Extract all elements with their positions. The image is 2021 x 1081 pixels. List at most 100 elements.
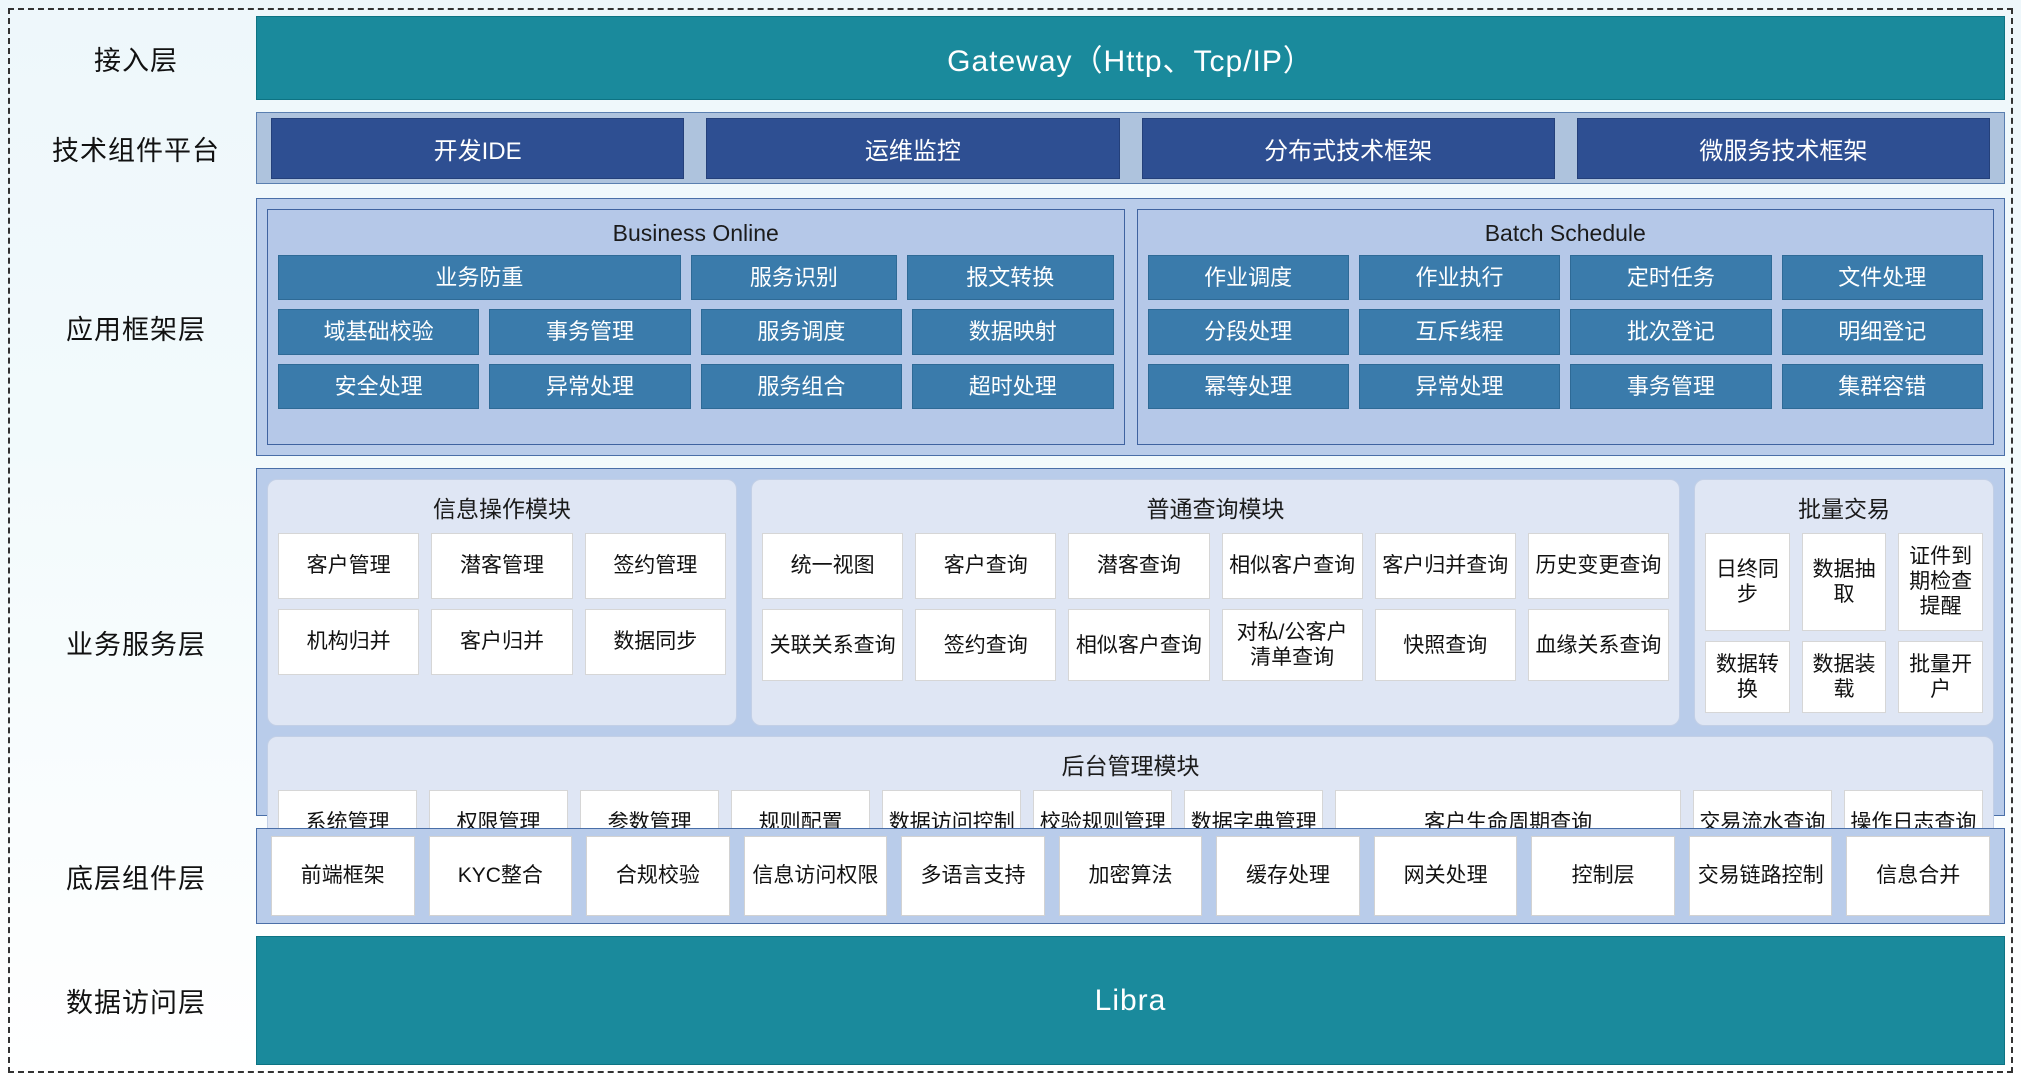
libra-bar[interactable]: Libra [256, 936, 2005, 1065]
cell-transaction-mgmt-batch[interactable]: 事务管理 [1570, 363, 1772, 409]
group-common-query: 普通查询模块 统一视图 客户查询 潜客查询 相似客户查询 客户归并查询 历史变更… [751, 479, 1680, 726]
layer-body-data: Libra [256, 936, 2005, 1065]
business-service-panel: 信息操作模块 客户管理 潜客管理 签约管理 机构归并 客户归并 [256, 468, 2005, 869]
cell-batch-registration[interactable]: 批次登记 [1570, 309, 1772, 355]
svc-row: 数据转换 数据装载 批量开户 [1705, 640, 1984, 713]
cell-timed-task[interactable]: 定时任务 [1570, 255, 1772, 301]
cell-certificate-expiry-reminder[interactable]: 证件到期检查提醒 [1898, 533, 1984, 631]
cell-info-merge[interactable]: 信息合并 [1846, 836, 1991, 916]
cell-service-identify[interactable]: 服务识别 [690, 255, 898, 301]
cell-job-scheduling[interactable]: 作业调度 [1147, 255, 1349, 301]
cell-prospect-mgmt[interactable]: 潜客管理 [431, 533, 573, 599]
cell-customer-merge-query[interactable]: 客户归并查询 [1374, 533, 1516, 599]
grid-row: 安全处理 异常处理 服务组合 超时处理 [278, 363, 1114, 409]
cell-mutex-thread[interactable]: 互斥线程 [1358, 309, 1561, 355]
group-title-backend-admin: 后台管理模块 [1061, 752, 1200, 779]
layer-label-components: 底层组件层 [66, 863, 206, 894]
group-title-business-online: Business Online [612, 220, 779, 246]
gateway-bar[interactable]: Gateway（Http、Tcp/IP） [256, 16, 2005, 100]
cell-exception-handling-batch[interactable]: 异常处理 [1358, 363, 1561, 409]
cell-similar-customer-query-2[interactable]: 相似客户查询 [1068, 609, 1210, 682]
cell-encryption-algorithm[interactable]: 加密算法 [1058, 836, 1203, 916]
group-business-online: Business Online 业务防重 服务识别 报文转换 域基础校验 事务管… [267, 209, 1125, 445]
cell-similar-customer-query[interactable]: 相似客户查询 [1221, 533, 1363, 599]
svc-row: 机构归并 客户归并 数据同步 [278, 609, 726, 675]
cell-multilingual-support[interactable]: 多语言支持 [901, 836, 1045, 916]
info-operation-grid: 客户管理 潜客管理 签约管理 机构归并 客户归并 数据同步 [278, 533, 726, 675]
grid-row: 域基础校验 事务管理 服务调度 数据映射 [278, 309, 1114, 355]
layer-base-components: 底层组件层 前端框架 KYC整合 合规校验 信息访问权限 多语言支持 加密算法 … [16, 828, 2005, 924]
group-title-common-query: 普通查询模块 [1146, 496, 1285, 522]
cell-exception-handling-online[interactable]: 异常处理 [489, 363, 691, 409]
cell-customer-mgmt[interactable]: 客户管理 [278, 533, 420, 599]
layer-access: 接入层 Gateway（Http、Tcp/IP） [16, 16, 2005, 100]
cell-relationship-query[interactable]: 关联关系查询 [762, 609, 904, 682]
grid-row: 业务防重 服务识别 报文转换 [278, 255, 1114, 301]
group-batch-schedule: Batch Schedule 作业调度 作业执行 定时任务 文件处理 分段处理 … [1136, 209, 1994, 445]
cell-snapshot-query[interactable]: 快照查询 [1374, 609, 1516, 682]
layer-label-business: 业务服务层 [66, 629, 206, 660]
cell-customer-query[interactable]: 客户查询 [915, 533, 1057, 599]
cell-timeout-handling[interactable]: 超时处理 [912, 363, 1114, 409]
layer-body-components: 前端框架 KYC整合 合规校验 信息访问权限 多语言支持 加密算法 缓存处理 网… [256, 828, 2005, 924]
cell-contract-mgmt[interactable]: 签约管理 [584, 533, 726, 599]
cell-data-load[interactable]: 数据装载 [1801, 640, 1887, 713]
tech-chip-strip: 开发IDE 运维监控 分布式技术框架 微服务技术框架 [256, 112, 2005, 184]
cell-unified-view[interactable]: 统一视图 [762, 533, 904, 599]
tech-chip-ide[interactable]: 开发IDE [271, 117, 685, 179]
cell-cache-handling[interactable]: 缓存处理 [1216, 836, 1360, 916]
cell-transaction-mgmt[interactable]: 事务管理 [489, 309, 691, 355]
cell-data-transform[interactable]: 数据转换 [1705, 640, 1790, 713]
layer-label-appframe: 应用框架层 [66, 314, 206, 345]
cell-kyc-integration[interactable]: KYC整合 [428, 836, 573, 916]
cell-contract-query[interactable]: 签约查询 [915, 609, 1057, 682]
cell-detail-registration[interactable]: 明细登记 [1781, 309, 1983, 355]
cell-file-processing[interactable]: 文件处理 [1781, 255, 1983, 301]
cell-security-handling[interactable]: 安全处理 [278, 363, 480, 409]
cell-history-change-query[interactable]: 历史变更查询 [1527, 533, 1670, 599]
layer-label-access: 接入层 [94, 45, 178, 76]
cell-batch-account-open[interactable]: 批量开户 [1898, 640, 1984, 713]
cell-private-corporate-list-query[interactable]: 对私/公客户清单查询 [1221, 609, 1363, 682]
layer-label-tech: 技术组件平台 [52, 135, 220, 166]
cell-data-extract[interactable]: 数据抽取 [1801, 533, 1887, 631]
cell-compliance-check[interactable]: 合规校验 [586, 836, 730, 916]
cell-job-execution[interactable]: 作业执行 [1358, 255, 1561, 301]
grid-row: 幂等处理 异常处理 事务管理 集群容错 [1147, 363, 1983, 409]
cell-segment-processing[interactable]: 分段处理 [1147, 309, 1349, 355]
cell-transaction-chain-control[interactable]: 交易链路控制 [1688, 836, 1833, 916]
cell-org-merge[interactable]: 机构归并 [278, 609, 420, 675]
cell-data-sync[interactable]: 数据同步 [584, 609, 726, 675]
cell-info-access-permission[interactable]: 信息访问权限 [743, 836, 888, 916]
svc-row: 关联关系查询 签约查询 相似客户查询 对私/公客户清单查询 快照查询 血缘关系查… [762, 609, 1670, 682]
cell-message-transform[interactable]: 报文转换 [907, 255, 1114, 301]
cell-frontend-framework[interactable]: 前端框架 [271, 836, 415, 916]
tech-chip-distributed-framework[interactable]: 分布式技术框架 [1141, 117, 1555, 179]
svc-row: 客户管理 潜客管理 签约管理 [278, 533, 726, 599]
cell-idempotent-handling[interactable]: 幂等处理 [1147, 363, 1349, 409]
cell-data-mapping[interactable]: 数据映射 [912, 309, 1114, 355]
tech-chip-microservice-framework[interactable]: 微服务技术框架 [1576, 117, 1990, 179]
cell-customer-merge[interactable]: 客户归并 [431, 609, 573, 675]
group-batch-transaction: 批量交易 日终同步 数据抽取 证件到期检查提醒 数据转换 数据装载 [1694, 479, 1994, 726]
layer-tech-platform: 技术组件平台 开发IDE 运维监控 分布式技术框架 微服务技术框架 [16, 112, 2005, 184]
cell-service-scheduling[interactable]: 服务调度 [700, 309, 903, 355]
cell-lineage-query[interactable]: 血缘关系查询 [1527, 609, 1670, 682]
tech-chip-ops-monitor[interactable]: 运维监控 [706, 117, 1120, 179]
cell-service-composition[interactable]: 服务组合 [700, 363, 903, 409]
layer-body-tech: 开发IDE 运维监控 分布式技术框架 微服务技术框架 [256, 112, 2005, 184]
cell-eod-sync[interactable]: 日终同步 [1705, 533, 1790, 631]
cell-cluster-fault-tolerance[interactable]: 集群容错 [1781, 363, 1983, 409]
cell-control-layer[interactable]: 控制层 [1531, 836, 1675, 916]
cell-domain-validation[interactable]: 域基础校验 [278, 309, 480, 355]
layer-data-access: 数据访问层 Libra [16, 936, 2005, 1065]
cell-prospect-query[interactable]: 潜客查询 [1068, 533, 1210, 599]
cell-business-dedup[interactable]: 业务防重 [278, 255, 681, 301]
batch-transaction-grid: 日终同步 数据抽取 证件到期检查提醒 数据转换 数据装载 批量开户 [1705, 533, 1984, 713]
common-query-grid: 统一视图 客户查询 潜客查询 相似客户查询 客户归并查询 历史变更查询 关联关系… [762, 533, 1670, 682]
group-title-batch-schedule: Batch Schedule [1484, 220, 1646, 246]
layer-app-framework: 应用框架层 Business Online 业务防重 服务识别 报文转换 域 [16, 198, 2005, 456]
svc-row: 日终同步 数据抽取 证件到期检查提醒 [1705, 533, 1984, 631]
group-title-batch-transaction: 批量交易 [1798, 496, 1890, 522]
cell-gateway-handling[interactable]: 网关处理 [1373, 836, 1518, 916]
